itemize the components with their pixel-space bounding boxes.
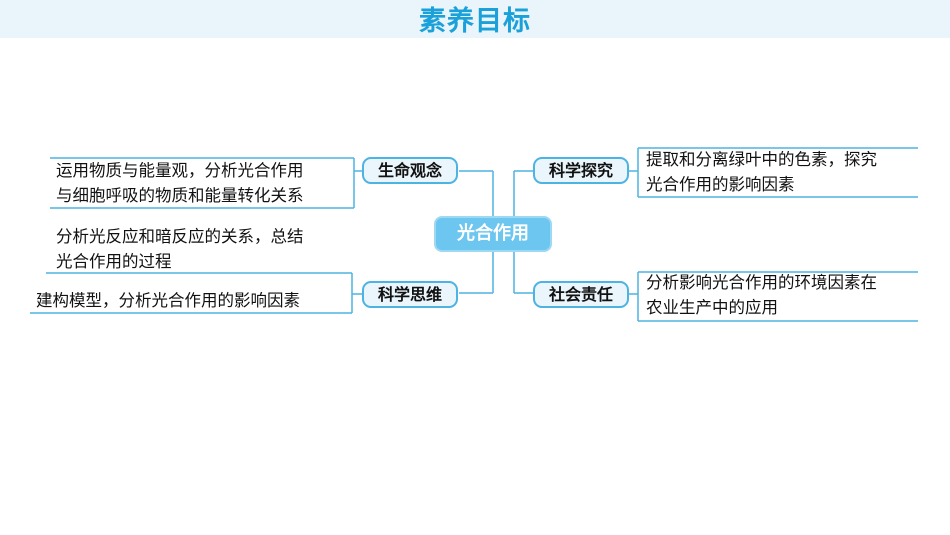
thinking-text-3: 建构模型，分析光合作用的影响因素 (36, 291, 300, 310)
responsibility-bracket (628, 271, 918, 322)
responsibility-text-2: 农业生产中的应用 (646, 298, 778, 317)
node-social-responsibility: 社会责任 (533, 281, 629, 308)
life-concept-bracket (50, 157, 362, 209)
node-scientific-thinking: 科学思维 (362, 281, 458, 308)
life-concept-text-1: 运用物质与能量观，分析光合作用 (56, 161, 304, 180)
node-life-concept: 生命观念 (362, 157, 458, 184)
center-node: 光合作用 (434, 216, 552, 252)
thinking-text-1: 分析光反应和暗反应的关系，总结 (56, 227, 304, 246)
life-concept-text-2: 与细胞呼吸的物质和能量转化关系 (56, 186, 304, 205)
inquiry-bracket (628, 147, 918, 198)
thinking-bracket (30, 272, 362, 314)
title-band (0, 0, 950, 38)
inquiry-text-1: 提取和分离绿叶中的色素，探究 (646, 150, 877, 169)
thinking-text-2: 光合作用的过程 (56, 252, 172, 271)
node-scientific-inquiry: 科学探究 (533, 157, 629, 184)
responsibility-text-1: 分析影响光合作用的环境因素在 (646, 273, 877, 292)
inquiry-text-2: 光合作用的影响因素 (646, 175, 795, 194)
page-title: 素养目标 (419, 6, 531, 37)
